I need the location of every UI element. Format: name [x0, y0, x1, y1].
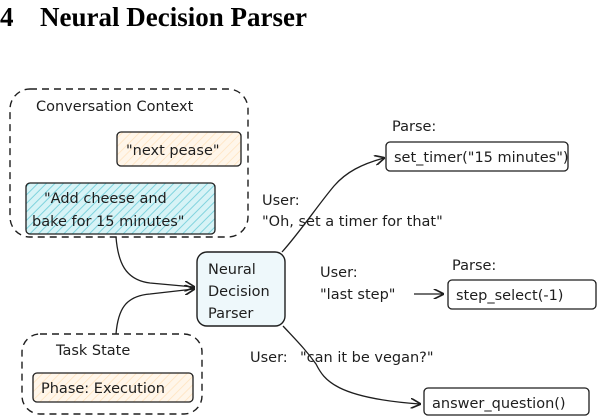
task-state-label: Task State	[55, 343, 130, 359]
set-timer-output-box	[385, 141, 569, 172]
section-number: 4	[0, 2, 14, 32]
context-to-parser-arrow	[115, 236, 194, 287]
answer-question-output-text: answer_question()	[432, 396, 566, 412]
example-1-utterance: "Oh, set a timer for that"	[262, 214, 443, 230]
prior-utterance-box	[116, 131, 242, 167]
conversation-context-group	[9, 88, 249, 238]
step-select-output-text: step_select(-1)	[456, 288, 563, 304]
task-state-to-parser-arrow	[115, 289, 194, 335]
parser-to-answer-question-arrow	[282, 325, 420, 404]
prior-utterance-text: "next pease"	[126, 143, 220, 159]
example-2-utterance: "last step"	[320, 287, 395, 303]
step-select-output-box	[447, 279, 597, 310]
phase-text: Phase: Execution	[41, 381, 165, 397]
section-title: Neural Decision Parser	[40, 2, 307, 32]
example-1-user-label: User:	[262, 193, 300, 209]
set-timer-output-text: set_timer("15 minutes")	[394, 150, 569, 166]
phase-box	[32, 372, 194, 403]
parser-to-set-timer-arrow	[281, 158, 384, 253]
task-state-group	[21, 333, 203, 415]
parser-label-line-1: Neural	[208, 262, 256, 278]
current-utterance-line-1: "Add cheese and	[44, 191, 167, 207]
conversation-context-label: Conversation Context	[36, 99, 194, 115]
parser-label-line-2: Decision	[208, 284, 270, 300]
answer-question-output-box	[423, 387, 590, 416]
current-utterance-line-2: bake for 15 minutes"	[32, 214, 184, 230]
example-3-user-label: User:	[250, 350, 288, 366]
neural-decision-parser-box	[196, 251, 286, 327]
example-2-user-label: User:	[320, 265, 358, 281]
current-utterance-box	[25, 182, 216, 235]
example-3-utterance: "can it be vegan?"	[300, 350, 434, 366]
example-2-parse-label: Parse:	[452, 258, 496, 274]
parser-label-line-3: Parser	[208, 306, 253, 322]
example-1-parse-label: Parse:	[392, 119, 436, 135]
